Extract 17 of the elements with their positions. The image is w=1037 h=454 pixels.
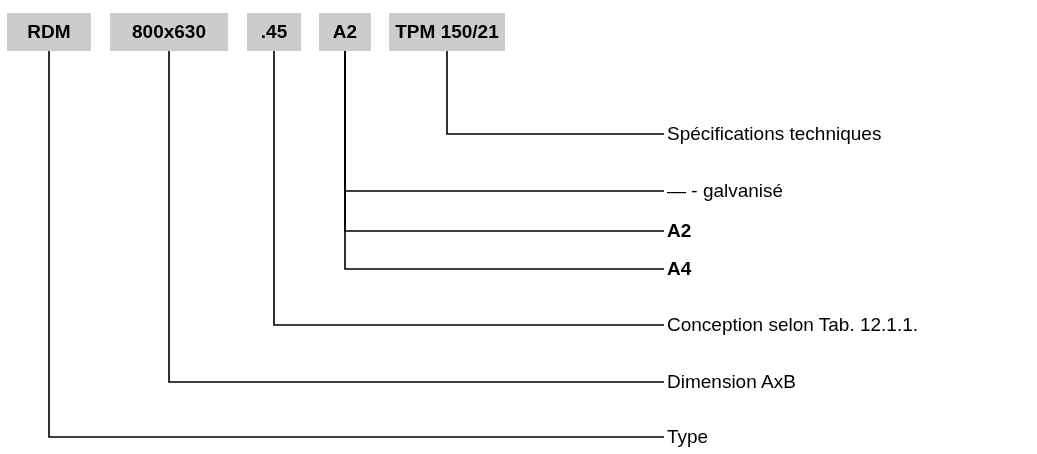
description-text: Conception selon Tab. 12.1.1.: [664, 313, 919, 337]
description-text: Dimension AxB: [664, 370, 796, 394]
code-segment-label: RDM: [7, 13, 91, 51]
leader-line: [344, 50, 665, 270]
description-text: Type: [664, 425, 709, 449]
code-segment-label: A2: [319, 13, 371, 51]
code-segment-label: TPM 150/21: [389, 13, 505, 51]
code-segment-label: 800x630: [110, 13, 228, 51]
code-segment-label: .45: [247, 13, 301, 51]
leader-line: [446, 50, 665, 135]
description-text: Spécifications techniques: [664, 122, 882, 146]
description-text: A4: [664, 257, 692, 281]
description-text: — - galvanisé: [664, 179, 784, 203]
leader-line: [48, 50, 665, 438]
leader-line: [273, 50, 665, 326]
description-text: A2: [664, 219, 692, 243]
leader-line: [168, 50, 665, 383]
